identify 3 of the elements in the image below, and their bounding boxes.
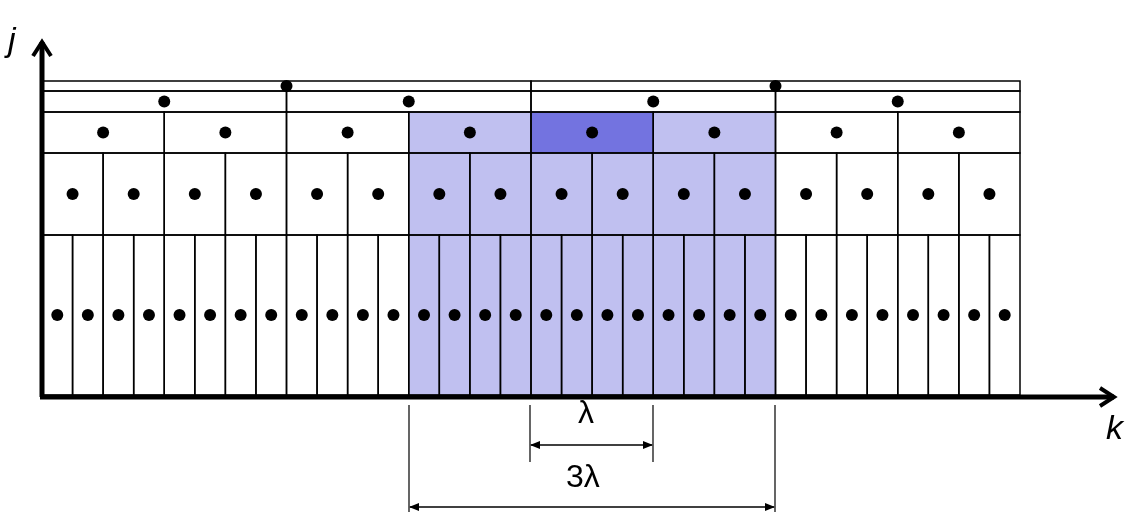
dimension-label: λ: [578, 396, 594, 428]
dimension-label: 3λ: [566, 460, 600, 492]
axis-label: k: [1106, 410, 1123, 444]
